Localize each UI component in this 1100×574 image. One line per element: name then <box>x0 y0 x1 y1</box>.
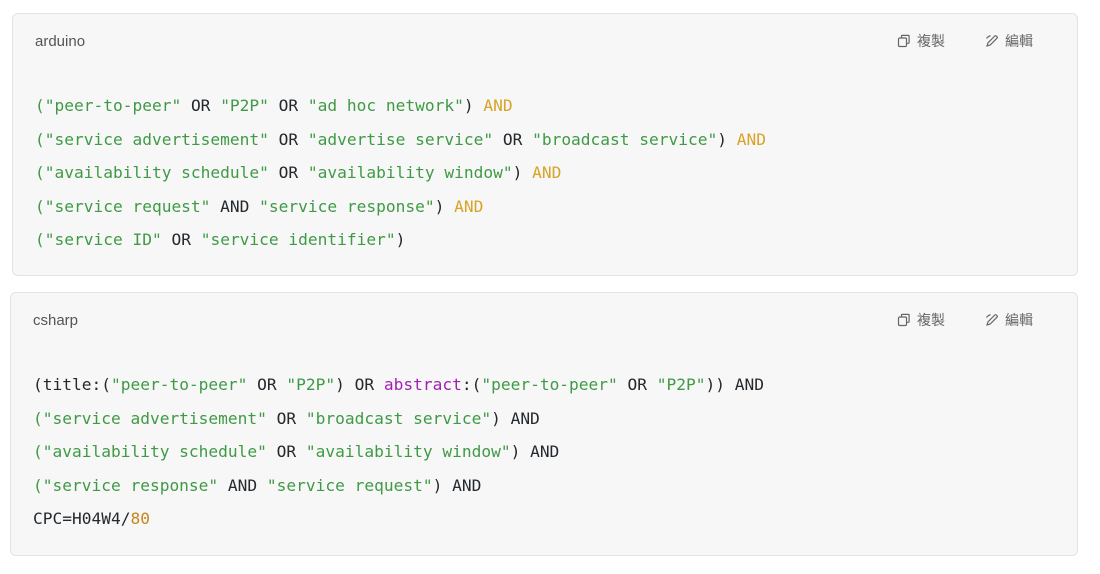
edit-label: 編輯 <box>1005 34 1033 50</box>
copy-icon <box>897 313 910 327</box>
code-content: (title:("peer-to-peer" OR "P2P") OR abst… <box>33 368 764 536</box>
code-line: ("availability schedule" OR "availabilit… <box>35 156 766 190</box>
language-label: csharp <box>33 311 79 329</box>
language-label: arduino <box>35 32 86 50</box>
code-line: ("peer-to-peer" OR "P2P" OR "ad hoc netw… <box>35 89 766 123</box>
code-line: ("service response" AND "service request… <box>33 469 764 503</box>
code-token: "service response" <box>259 196 435 216</box>
code-token: ("service ID" <box>35 230 172 249</box>
code-line: ("availability schedule" OR "availabilit… <box>33 435 764 469</box>
copy-label: 複製 <box>917 313 945 329</box>
code-token: AND <box>736 129 766 149</box>
code-line: (title:("peer-to-peer" OR "P2P") OR abst… <box>33 368 764 402</box>
code-token: "broadcast service" <box>532 129 718 149</box>
code-token: "service request" <box>266 475 433 495</box>
code-line: CPC=H04W4/80 <box>33 502 764 536</box>
code-token: ("service request" <box>35 196 221 216</box>
code-block-actions: 複製 編輯 <box>897 31 1033 51</box>
code-token: OR <box>278 96 308 115</box>
code-token: OR <box>171 230 201 249</box>
code-token: (title:( <box>33 375 111 394</box>
code-token: OR <box>276 442 306 461</box>
code-token: AND <box>220 196 260 216</box>
code-token: "peer-to-peer" <box>110 375 258 394</box>
edit-icon <box>986 35 998 47</box>
code-token: ) <box>512 163 533 182</box>
edit-label: 編輯 <box>1005 313 1033 329</box>
code-line: ("service ID" OR "service identifier") <box>35 223 766 257</box>
code-token: ("service advertisement" <box>33 408 277 428</box>
code-token: ) AND <box>491 408 540 428</box>
code-token: AND <box>532 163 562 182</box>
code-token: ("peer-to-peer" <box>35 96 191 115</box>
code-token: "P2P" <box>286 375 336 394</box>
code-token: ) OR <box>335 375 384 394</box>
code-token: OR <box>278 163 308 182</box>
code-token: "P2P" <box>656 375 706 394</box>
code-token: ) <box>395 230 406 249</box>
copy-button[interactable]: 複製 <box>897 31 945 51</box>
code-token: AND <box>227 475 267 495</box>
code-line: ("service request" AND "service response… <box>35 190 766 224</box>
code-block-header: csharp 複製 編輯 <box>33 309 1033 331</box>
code-token: "availability window" <box>307 163 513 182</box>
code-token: "P2P" <box>220 96 279 115</box>
code-token: OR <box>278 129 308 149</box>
code-block-arduino: arduino 複製 編輯 ("peer-to-peer" OR "P2P" O… <box>12 13 1078 276</box>
code-token: ("service advertisement" <box>35 129 279 149</box>
code-token: abstract <box>383 375 462 394</box>
code-token: ) <box>463 96 484 115</box>
code-token: "availability window" <box>305 442 511 461</box>
code-token: OR <box>276 408 306 428</box>
code-token: "ad hoc network" <box>307 96 464 115</box>
code-token: "advertise service" <box>307 129 503 149</box>
code-token: ) AND <box>432 475 482 495</box>
code-block-csharp: csharp 複製 編輯 (title:("peer-to-peer" OR "… <box>10 292 1078 556</box>
code-token: ) AND <box>510 442 560 461</box>
code-line: ("service advertisement" OR "advertise s… <box>35 123 766 157</box>
code-token: ("availability schedule" <box>35 163 279 182</box>
edit-button[interactable]: 編輯 <box>985 310 1033 330</box>
code-token: OR <box>502 129 533 149</box>
code-token: ) <box>717 129 737 149</box>
copy-button[interactable]: 複製 <box>897 310 945 330</box>
code-token: "service identifier" <box>200 230 396 249</box>
code-token: ("availability schedule" <box>33 442 277 461</box>
code-token: ) <box>434 196 455 216</box>
code-token: 80 <box>130 509 150 528</box>
code-token: OR <box>257 375 287 394</box>
code-token: AND <box>483 96 513 115</box>
copy-label: 複製 <box>917 34 945 50</box>
code-token: :( <box>461 375 482 394</box>
code-token: OR <box>190 96 221 115</box>
code-token: CPC=H04W4/ <box>33 509 131 528</box>
code-token: ("service response" <box>33 475 228 495</box>
code-token: AND <box>454 196 484 216</box>
code-token: "broadcast service" <box>305 408 492 428</box>
code-block-actions: 複製 編輯 <box>897 310 1033 330</box>
code-line: ("service advertisement" OR "broadcast s… <box>33 402 764 436</box>
code-token: )) AND <box>705 375 764 394</box>
code-token: OR <box>627 375 657 394</box>
code-block-header: arduino 複製 編輯 <box>35 30 1033 52</box>
edit-button[interactable]: 編輯 <box>985 31 1033 51</box>
edit-icon <box>986 314 998 326</box>
code-content: ("peer-to-peer" OR "P2P" OR "ad hoc netw… <box>35 89 766 257</box>
code-token: "peer-to-peer" <box>481 375 628 394</box>
copy-icon <box>897 34 910 48</box>
